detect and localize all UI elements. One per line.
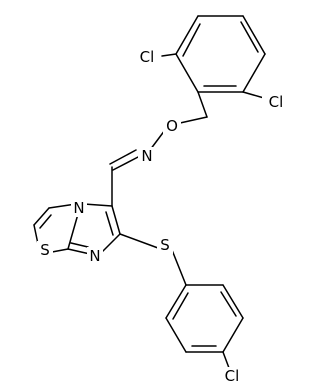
imidazothiazole-core [33,203,121,255]
atom-sulfur-ring: S [37,241,53,259]
bond [242,53,266,93]
atom-label: Cl [225,367,240,385]
bond [67,248,91,255]
atom-cl-bottom: Cl [218,367,246,385]
atom-label: N [73,199,84,217]
dichlorophenyl-ring [175,15,266,93]
bond [165,284,187,319]
atom-nitrogen-oxime: N [138,147,156,165]
double-bond-inner [39,214,52,229]
bond [83,203,113,207]
double-bond-inner [70,242,89,248]
bond-s-aryl [171,249,187,286]
bond [242,15,266,55]
bond-c-cl-right [242,91,265,99]
bond [51,248,69,253]
bond-o-n [149,129,166,151]
bond-c6-s [119,233,159,249]
double-bond-inner [182,23,201,57]
molecule-structure: Cl Cl O N N N S S Cl [33,15,290,385]
atom-nitrogen-ring: N [87,247,103,265]
double-bond-inner [172,292,189,320]
atom-sulfur-thioether: S [157,236,173,254]
bond [222,284,244,319]
atom-label: O [166,117,178,135]
double-bond-c-n [112,155,141,171]
atom-label: S [160,236,170,254]
bond [165,317,187,353]
bond [111,205,121,235]
atom-label: N [141,147,152,165]
bond-c-cl-left [161,53,177,57]
bond [67,213,79,250]
bond-ring-ch2 [197,91,208,118]
double-bond-inner [220,291,237,317]
double-bond-c-n [109,149,137,165]
molecule-canvas: Cl Cl O N N N S S Cl [33,15,290,385]
atom-oxygen: O [163,117,181,135]
double-bond-inner [240,21,259,53]
atom-cl-top-left: Cl [133,48,161,66]
bond [175,15,199,55]
bond-ch2-o [179,116,208,124]
atom-cl-top-right: Cl [262,93,290,111]
bond [99,233,121,255]
bond [33,207,50,226]
bond [222,317,244,353]
atom-label: S [40,241,50,259]
bond-c-cl-bottom [222,351,230,369]
atom-label: Cl [140,48,155,66]
atom-label: N [89,247,100,265]
bond [175,53,199,93]
atom-nitrogen-bridge: N [71,199,87,217]
double-bond-inner [105,211,114,236]
bond [33,224,39,245]
chlorophenyl-ring [165,284,244,353]
atom-label: Cl [269,93,284,111]
